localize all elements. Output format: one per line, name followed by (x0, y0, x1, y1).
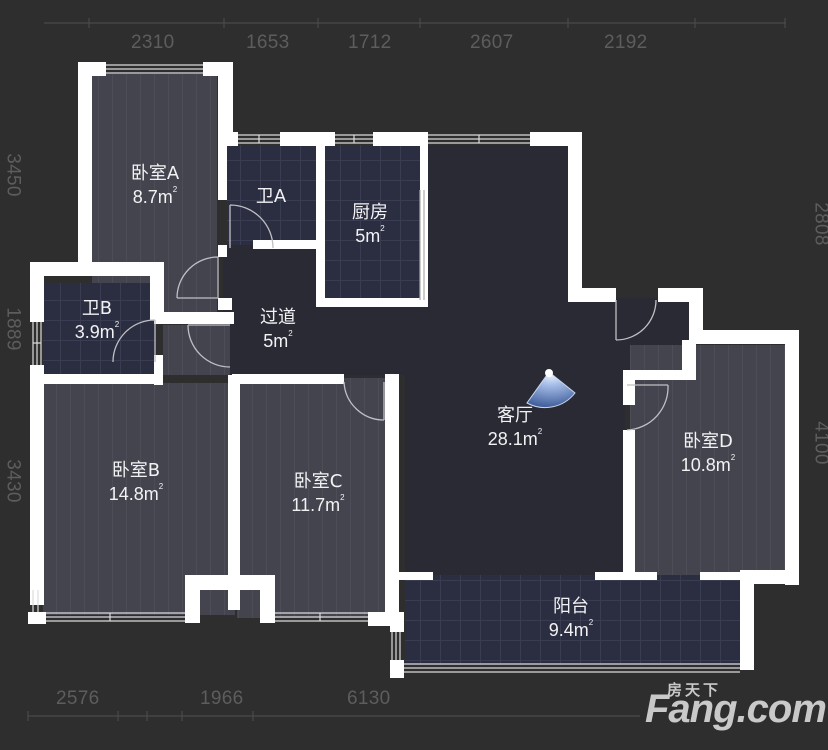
room-name: 卧室A (130, 163, 180, 184)
dim-top-1: 2310 (131, 32, 175, 53)
camera-view-icon (526, 369, 576, 409)
room-bath-a[interactable]: 卫A (246, 186, 296, 209)
room-name: 客厅 (497, 405, 533, 426)
dim-left-2: 1889 (2, 307, 24, 351)
room-area: 8.7m2 (132, 184, 178, 207)
room-area: 9.4m2 (548, 617, 594, 640)
fang-logo: 房天下 Fang.com (645, 677, 827, 737)
room-corridor[interactable]: 过道 5m2 (250, 307, 306, 352)
room-area: 10.8m2 (680, 452, 736, 475)
room-name: 卫A (255, 186, 287, 207)
room-area: 28.1m2 (487, 426, 543, 449)
room-bath-b[interactable]: 卫B 3.9m2 (66, 298, 128, 343)
room-bedroom-d[interactable]: 卧室D 10.8m2 (668, 431, 748, 476)
room-bedroom-c[interactable]: 卧室C 11.7m2 (278, 471, 358, 516)
walls (28, 62, 799, 678)
dim-right-2: 4100 (810, 421, 828, 465)
room-name: 过道 (260, 307, 296, 328)
room-bedroom-b[interactable]: 卧室B 14.8m2 (96, 460, 176, 505)
dim-bottom-2: 1966 (200, 688, 244, 709)
dim-top-3: 1712 (348, 32, 392, 53)
room-area: 3.9m2 (74, 319, 120, 342)
dim-bottom-3: 6130 (347, 688, 391, 709)
room-area: 11.7m2 (291, 492, 345, 515)
dim-left-1: 3450 (2, 153, 24, 197)
room-area: 5m2 (355, 223, 385, 246)
room-bedroom-a[interactable]: 卧室A 8.7m2 (115, 163, 195, 208)
doors (112, 204, 669, 431)
dimension-lines (27, 18, 786, 721)
dim-top-2: 1653 (246, 32, 290, 53)
logo-en: Fang.com (645, 687, 827, 731)
room-name: 卧室B (111, 460, 161, 481)
dim-top-4: 2607 (470, 32, 514, 53)
room-area: 5m2 (263, 328, 293, 351)
room-living[interactable]: 客厅 28.1m2 (475, 405, 555, 450)
dim-right-1: 2808 (810, 202, 828, 246)
dim-left-3: 3430 (2, 459, 24, 503)
room-balcony[interactable]: 阳台 9.4m2 (536, 596, 606, 641)
room-kitchen[interactable]: 厨房 5m2 (335, 202, 405, 247)
room-area: 14.8m2 (108, 481, 164, 504)
room-name: 厨房 (352, 202, 388, 223)
room-name: 卧室C (293, 471, 343, 492)
dim-bottom-1: 2576 (56, 688, 100, 709)
logo-cn: 房天下 (667, 681, 722, 699)
room-name: 阳台 (553, 596, 589, 617)
windows (32, 64, 740, 673)
dim-top-5: 2192 (604, 32, 648, 53)
room-name: 卫B (81, 298, 113, 319)
room-name: 卧室D (683, 431, 733, 452)
